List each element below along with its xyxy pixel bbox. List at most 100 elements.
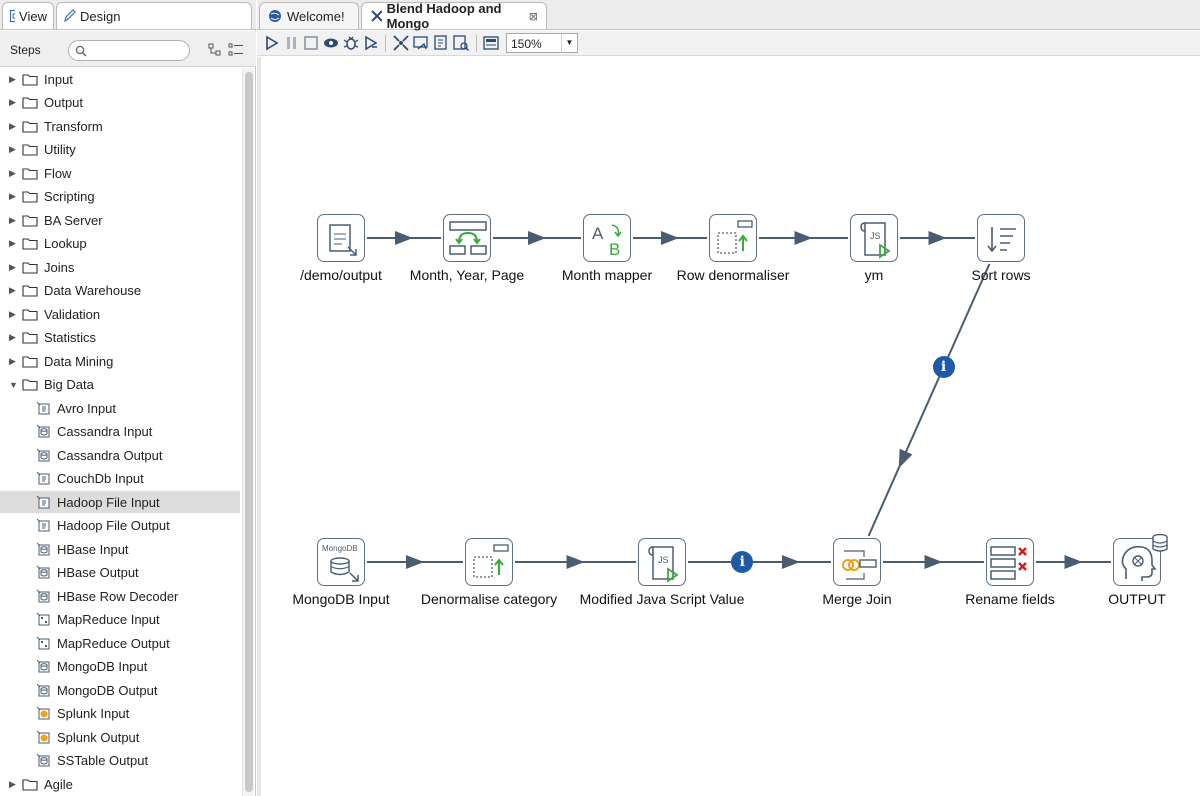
stop-icon[interactable] (302, 34, 320, 52)
tree-folder[interactable]: ▶Utility (0, 139, 240, 161)
collapsed-arrow-icon[interactable]: ▶ (9, 308, 16, 319)
step-node-mongodb-input[interactable]: MongoDB (317, 538, 365, 586)
step-node-month-year-page[interactable] (443, 214, 491, 262)
tree-item-label: Splunk Output (57, 729, 140, 745)
collapsed-arrow-icon[interactable]: ▶ (9, 355, 16, 366)
tree-step[interactable]: Cassandra Input (0, 421, 240, 443)
step-search[interactable] (68, 40, 190, 61)
tree-folder[interactable]: ▶Input (0, 68, 240, 90)
tree-step[interactable]: MongoDB Output (0, 679, 240, 701)
tree-step[interactable]: SSTable Output (0, 750, 240, 772)
hop-sort-rows-to-merge-join[interactable] (867, 263, 991, 537)
collapsed-arrow-icon[interactable]: ▶ (9, 191, 16, 201)
tree-scrollbar[interactable] (242, 68, 254, 796)
step-node-output[interactable] (1113, 533, 1168, 586)
tree-folder[interactable]: ▶ Agile (0, 773, 240, 795)
tab-welcome[interactable]: Welcome! (259, 2, 359, 29)
tab-view[interactable]: View (2, 2, 54, 29)
tree-step[interactable]: Splunk Output (0, 726, 240, 748)
tree-step[interactable]: Splunk Input (0, 703, 240, 725)
tree-step[interactable]: MapReduce Input (0, 609, 240, 631)
tree-step[interactable]: MongoDB Input (0, 656, 240, 678)
expanded-arrow-icon[interactable]: ▼ (9, 379, 18, 390)
tab-blend-hadoop-mongo[interactable]: Blend Hadoop and Mongo ⊠ (361, 1, 547, 31)
step-node-mod-js[interactable]: JS (638, 538, 686, 586)
tree-step[interactable]: Avro Input (0, 397, 240, 419)
tree-folder[interactable]: ▶Flow (0, 162, 240, 184)
step-node-merge-join[interactable] (833, 538, 881, 586)
tree-folder[interactable]: ▶Transform (0, 115, 240, 137)
mapreduce-output-icon (36, 636, 50, 649)
tree-step[interactable]: CouchDb Input (0, 468, 240, 490)
step-node-rename-fields[interactable] (986, 538, 1034, 586)
tree-item-label: Data Warehouse (44, 283, 142, 298)
step-node-ym[interactable]: JS (850, 214, 898, 262)
show-results-icon[interactable] (482, 34, 500, 52)
tree-step[interactable]: Cassandra Output (0, 444, 240, 466)
tree-folder[interactable]: ▶Validation (0, 303, 240, 325)
tree-folder[interactable]: ▶Output (0, 92, 240, 114)
collapsed-arrow-icon[interactable]: ▶ (9, 285, 16, 295)
tree-step[interactable]: Hadoop File Input (0, 491, 240, 513)
preview-icon[interactable] (322, 34, 340, 52)
tree-item-label: Agile (44, 776, 73, 792)
collapsed-arrow-icon[interactable]: ▶ (9, 332, 16, 342)
tree-folder[interactable]: ▶Scripting (0, 186, 240, 208)
scrollbar-thumb[interactable] (245, 72, 253, 792)
step-label: Rename fields (965, 591, 1055, 607)
collapsed-arrow-icon[interactable]: ▶ (9, 778, 16, 789)
zoom-select[interactable]: 150% ▼ (506, 33, 578, 53)
search-input[interactable] (91, 43, 185, 59)
collapse-all-icon[interactable] (228, 43, 244, 57)
info-icon[interactable]: i (932, 356, 955, 379)
avro-input-icon (36, 401, 50, 414)
hop-arrow-icon (794, 231, 813, 245)
step-node-row-denorm[interactable] (709, 214, 757, 262)
collapsed-arrow-icon[interactable]: ▶ (9, 261, 16, 272)
verify-icon[interactable] (392, 34, 410, 52)
tree-folder[interactable]: ▶ Data Warehouse (0, 280, 240, 302)
run-icon[interactable] (263, 34, 281, 52)
tree-step[interactable]: Hadoop File Output (0, 515, 240, 537)
search-icon (75, 45, 87, 57)
replay-icon[interactable] (362, 34, 380, 52)
expand-all-icon[interactable] (208, 43, 222, 57)
tab-design[interactable]: Design (56, 2, 252, 29)
collapsed-arrow-icon[interactable]: ▶ (9, 214, 16, 225)
tab-close-icon[interactable]: ⊠ (528, 10, 538, 23)
tree-item-label: CouchDb Input (57, 471, 144, 486)
tree-folder[interactable]: ▶Data Mining (0, 350, 240, 372)
impact-icon[interactable] (412, 34, 430, 52)
mongodb-input-icon: MongoDB (322, 544, 359, 582)
collapsed-arrow-icon[interactable]: ▶ (9, 120, 16, 131)
tree-folder[interactable]: ▼Big Data (0, 374, 240, 396)
tree-step[interactable]: MapReduce Output (0, 632, 240, 654)
collapsed-arrow-icon[interactable]: ▶ (9, 167, 16, 178)
explore-db-icon[interactable] (452, 34, 470, 52)
collapsed-arrow-icon[interactable]: ▶ (9, 238, 16, 248)
tree-folder[interactable]: ▶Lookup (0, 233, 240, 255)
collapsed-arrow-icon[interactable]: ▶ (9, 73, 16, 84)
chevron-down-icon[interactable]: ▼ (561, 34, 577, 52)
info-icon[interactable]: i (731, 551, 754, 573)
step-node-demo-output[interactable] (317, 214, 365, 262)
tree-folder[interactable]: ▶Statistics (0, 327, 240, 349)
pause-icon[interactable] (283, 34, 301, 52)
step-node-denorm-cat[interactable] (465, 538, 513, 586)
split-fields-icon (449, 221, 487, 255)
debug-icon[interactable] (342, 34, 360, 52)
hadoop-file-input-icon (36, 495, 50, 508)
tree-step[interactable]: HBase Input (0, 538, 240, 560)
merge-join-icon (842, 550, 877, 580)
folder-icon (22, 120, 38, 133)
step-node-sort-rows[interactable] (977, 214, 1025, 262)
tree-folder[interactable]: ▶BA Server (0, 209, 240, 231)
tree-folder[interactable]: ▶Joins (0, 256, 240, 278)
tree-step[interactable]: HBase Output (0, 562, 240, 584)
collapsed-arrow-icon[interactable]: ▶ (9, 97, 16, 107)
tree-step[interactable]: HBase Row Decoder (0, 585, 240, 607)
sql-icon[interactable] (432, 34, 450, 52)
collapsed-arrow-icon[interactable]: ▶ (9, 144, 16, 154)
